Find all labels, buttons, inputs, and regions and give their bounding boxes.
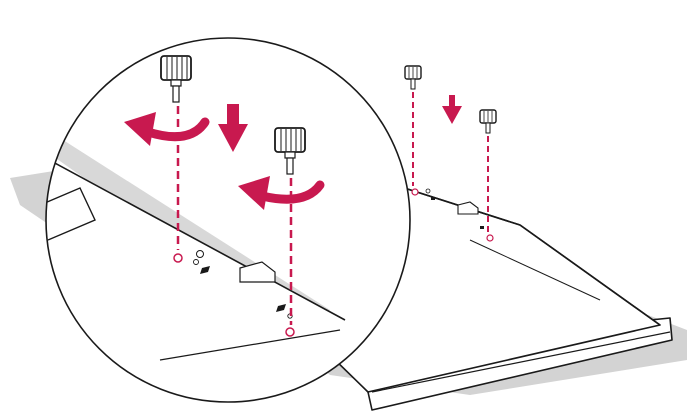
down-arrow-icon (218, 104, 248, 152)
thumb-screw-icon (274, 127, 306, 175)
thumb-screw-icon (479, 109, 497, 134)
tv-panel-main (300, 184, 687, 411)
rotate-arrow-icon (124, 112, 210, 146)
thumb-screw-icon (160, 55, 192, 103)
rotate-arrow-icon (238, 176, 325, 210)
down-arrow-icon (442, 95, 462, 124)
thumb-screw-icon (404, 65, 422, 90)
